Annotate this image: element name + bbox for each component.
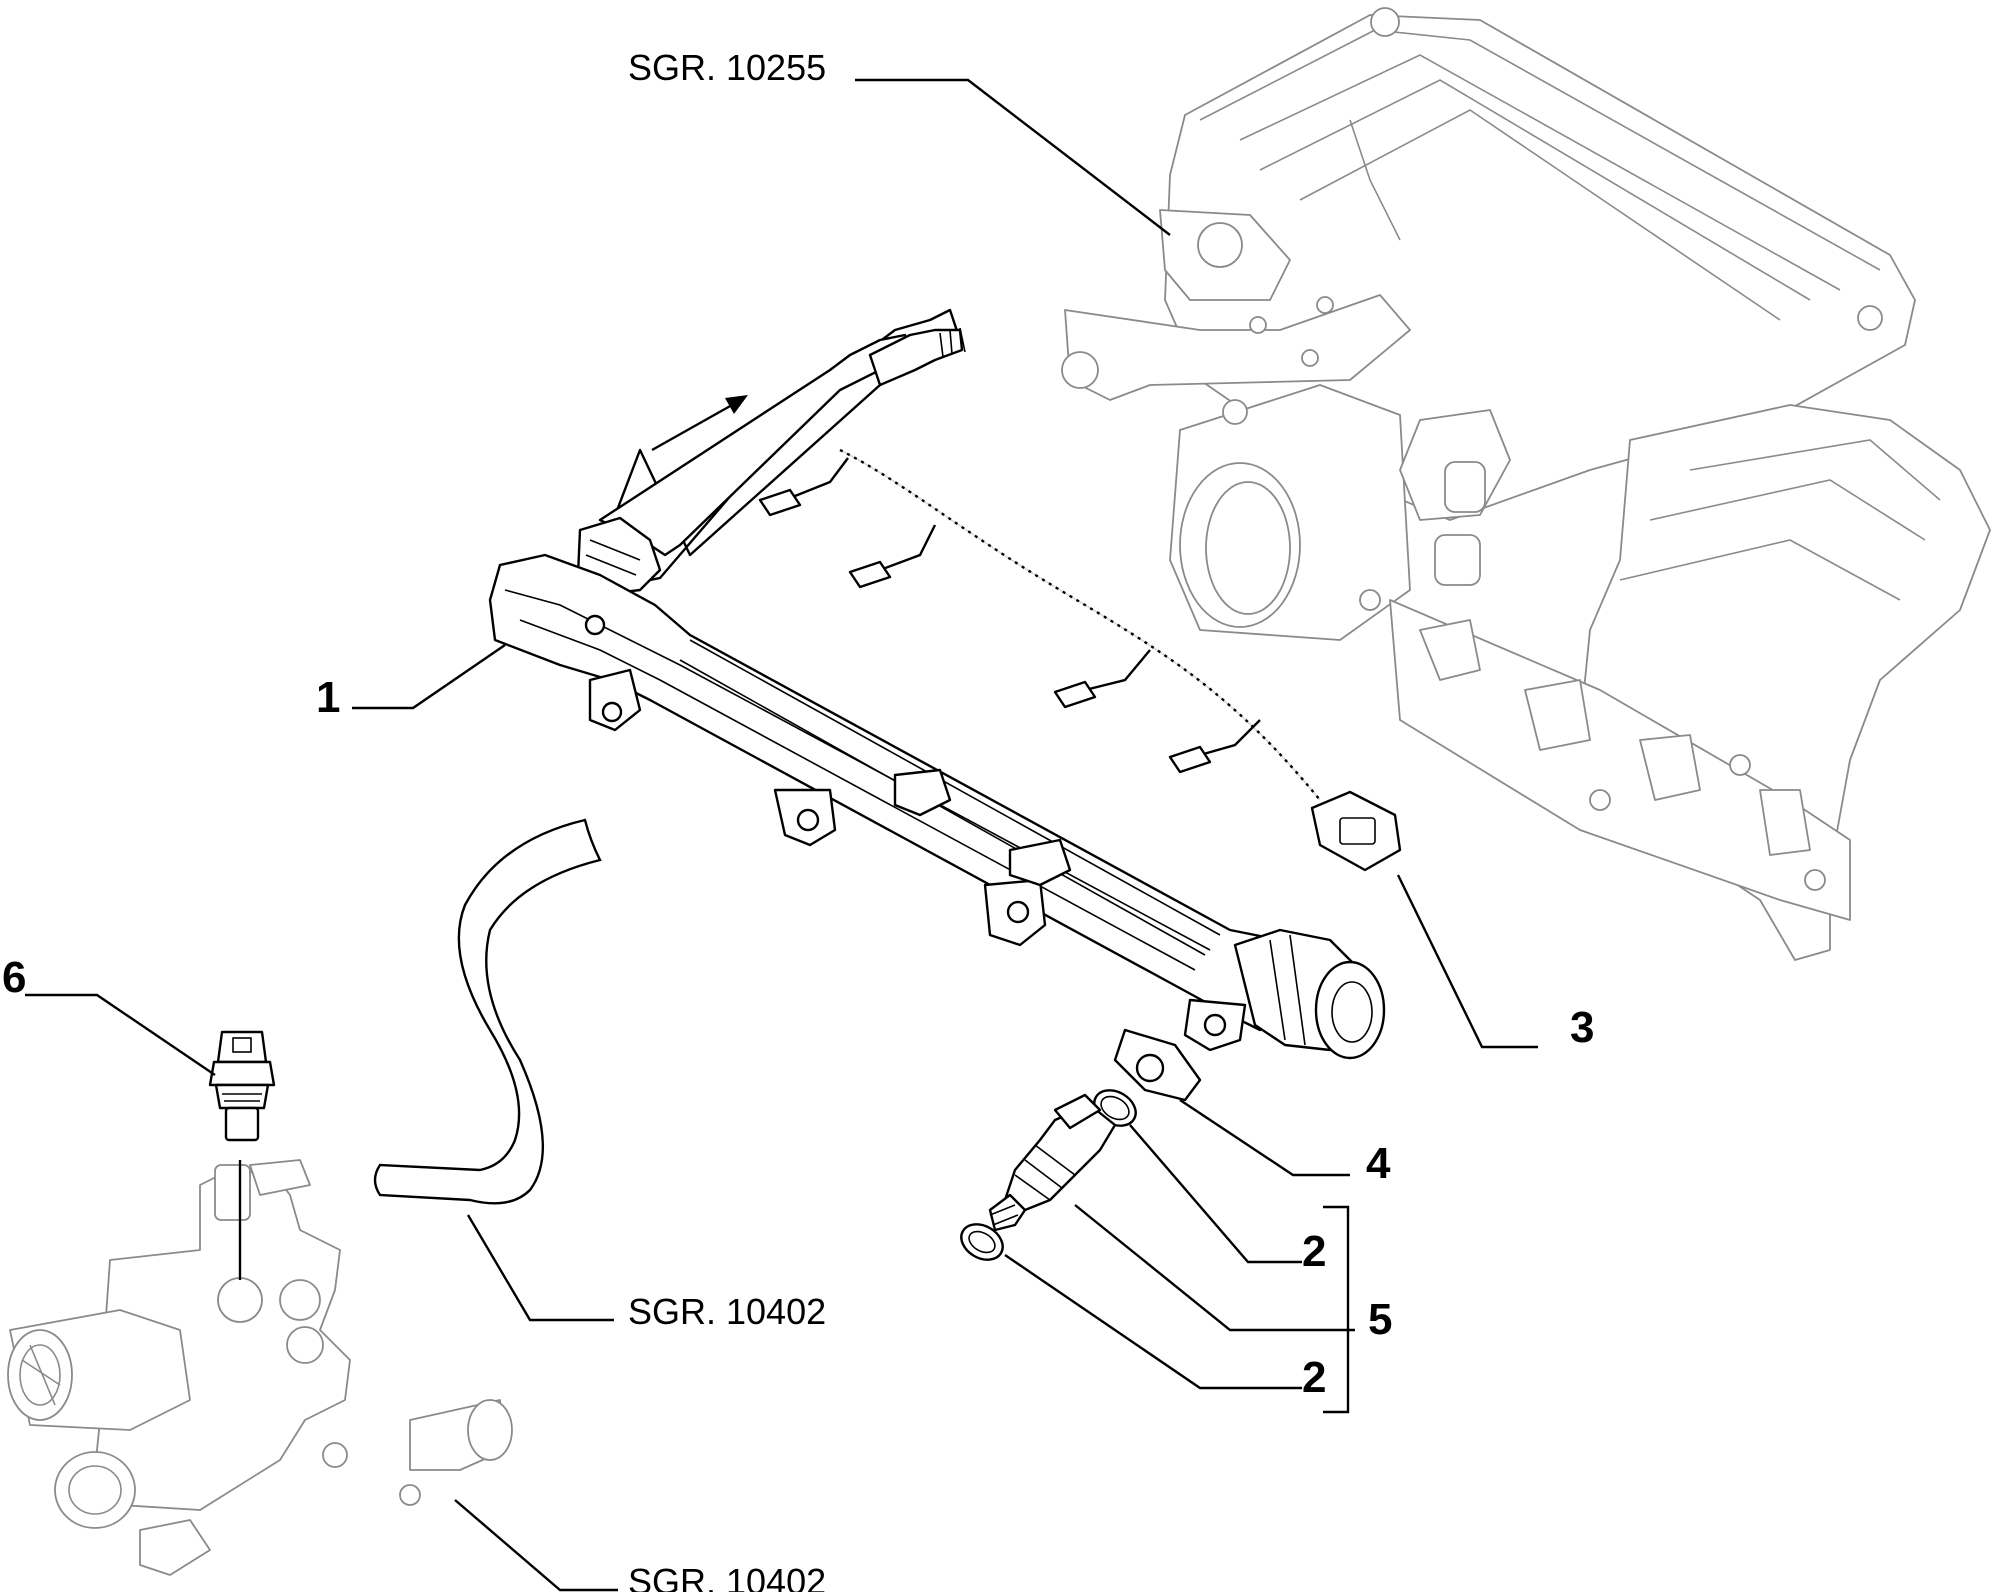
wiring-harness: [758, 448, 1402, 872]
leader-callout-5: [1074, 1204, 1355, 1332]
ref-label-housing: SGR. 10402: [628, 1561, 826, 1592]
coolant-hose: [373, 818, 602, 1205]
seal-lower: [960, 1223, 1004, 1261]
fuel-rail: [488, 308, 1386, 1060]
intake-manifold: [1061, 7, 1991, 961]
ref-label-hose: SGR. 10402: [628, 1291, 826, 1332]
harness-terminal: [848, 560, 892, 589]
flow-arrow: [651, 395, 748, 452]
callout-1: 1: [316, 673, 340, 722]
harness-connector: [1310, 790, 1402, 872]
harness-terminal: [758, 488, 802, 517]
callout-3: 3: [1570, 1003, 1594, 1052]
callout-5: 5: [1368, 1295, 1392, 1344]
leader-lines: [25, 78, 1538, 1592]
harness-terminal: [1053, 680, 1097, 709]
callout-4: 4: [1366, 1139, 1391, 1188]
harness-terminal: [1168, 745, 1212, 774]
temperature-sensor: [208, 1030, 276, 1280]
injector: [988, 1093, 1117, 1232]
leader-ref-housing: [454, 1499, 618, 1592]
ref-label-manifold: SGR. 10255: [628, 47, 826, 88]
callout-6: 6: [2, 953, 26, 1002]
leader-callout-6: [25, 993, 216, 1076]
kit-bracket: [1323, 1205, 1350, 1414]
thermostat-housing: [7, 1159, 513, 1576]
leader-callout-2-lower: [1004, 1254, 1302, 1390]
callout-2-upper: 2: [1302, 1227, 1326, 1276]
leader-callout-2-upper: [1129, 1124, 1302, 1264]
spacer: [1113, 1028, 1202, 1102]
leader-callout-1: [352, 644, 506, 710]
leader-ref-hose: [466, 1214, 614, 1322]
leader-callout-3: [1396, 874, 1538, 1049]
leader-ref-manifold: [855, 78, 1171, 236]
callout-2-lower: 2: [1302, 1353, 1326, 1402]
leader-callout-4: [1179, 1099, 1350, 1177]
